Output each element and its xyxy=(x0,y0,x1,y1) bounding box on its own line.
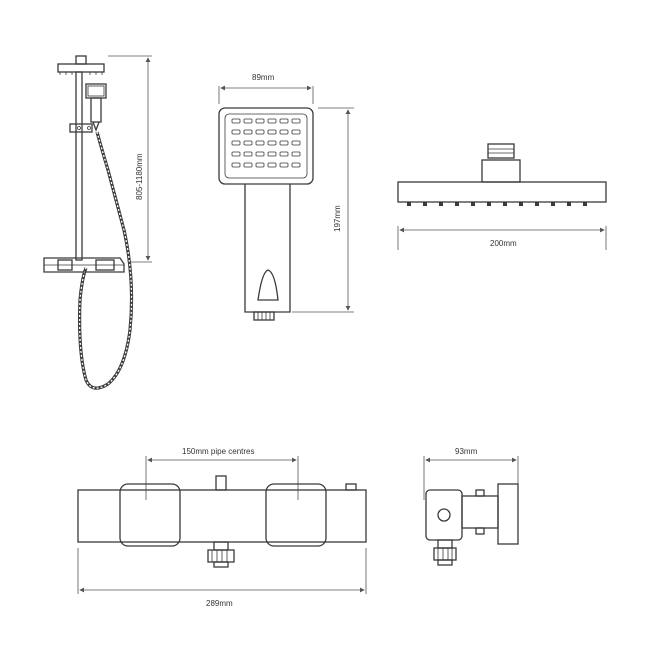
pipe-centres-label: 150mm pipe centres xyxy=(182,447,254,456)
valve-depth-label: 93mm xyxy=(455,447,478,456)
spray-jet xyxy=(267,140,277,146)
spray-jet xyxy=(243,118,253,124)
spray-jet xyxy=(279,162,289,168)
nozzle xyxy=(583,202,587,206)
spray-jet xyxy=(243,162,253,168)
spray-jet xyxy=(267,129,277,135)
nozzle xyxy=(455,202,459,206)
nozzle xyxy=(407,202,411,206)
spray-jet xyxy=(279,118,289,124)
spray-jet xyxy=(267,151,277,157)
nozzle xyxy=(535,202,539,206)
spray-jet xyxy=(231,129,241,135)
spray-jet xyxy=(255,118,265,124)
spray-jet xyxy=(255,162,265,168)
head-nozzles xyxy=(407,202,587,206)
spray-jet xyxy=(279,151,289,157)
overhead-shower-head: 200mm xyxy=(397,143,607,250)
spray-jet xyxy=(231,118,241,124)
valve-width-label: 289mm xyxy=(206,599,233,608)
spray-jet xyxy=(279,129,289,135)
spray-jet xyxy=(291,140,301,146)
nozzle xyxy=(439,202,443,206)
spray-jet xyxy=(267,118,277,124)
nozzle xyxy=(567,202,571,206)
spray-jet xyxy=(291,151,301,157)
spray-jet xyxy=(291,129,301,135)
handset: 89mm 197mm xyxy=(218,73,354,321)
nozzle xyxy=(423,202,427,206)
spray-jet xyxy=(231,140,241,146)
head-width-label: 200mm xyxy=(490,239,517,248)
spray-jet xyxy=(291,162,301,168)
spray-jet xyxy=(243,140,253,146)
nozzle xyxy=(551,202,555,206)
riser-rail-kit: 805-1180mm xyxy=(43,55,152,390)
handset-spray-jets xyxy=(231,118,301,168)
nozzle xyxy=(471,202,475,206)
nozzle xyxy=(487,202,491,206)
bar-valve-front: 150mm pipe centres 289mm xyxy=(77,447,367,608)
spray-jet xyxy=(231,162,241,168)
spray-jet xyxy=(255,151,265,157)
handset-width-label: 89mm xyxy=(252,73,275,82)
handset-length-label: 197mm xyxy=(333,205,342,232)
nozzle xyxy=(503,202,507,206)
spray-jet xyxy=(243,129,253,135)
spray-jet xyxy=(255,129,265,135)
spray-jet xyxy=(231,151,241,157)
riser-height-label: 805-1180mm xyxy=(135,153,144,200)
spray-jet xyxy=(279,140,289,146)
spray-jet xyxy=(291,118,301,124)
spray-jet xyxy=(255,140,265,146)
bar-valve-side: 93mm xyxy=(423,447,519,566)
spray-jet xyxy=(243,151,253,157)
nozzle xyxy=(519,202,523,206)
spray-jet xyxy=(267,162,277,168)
